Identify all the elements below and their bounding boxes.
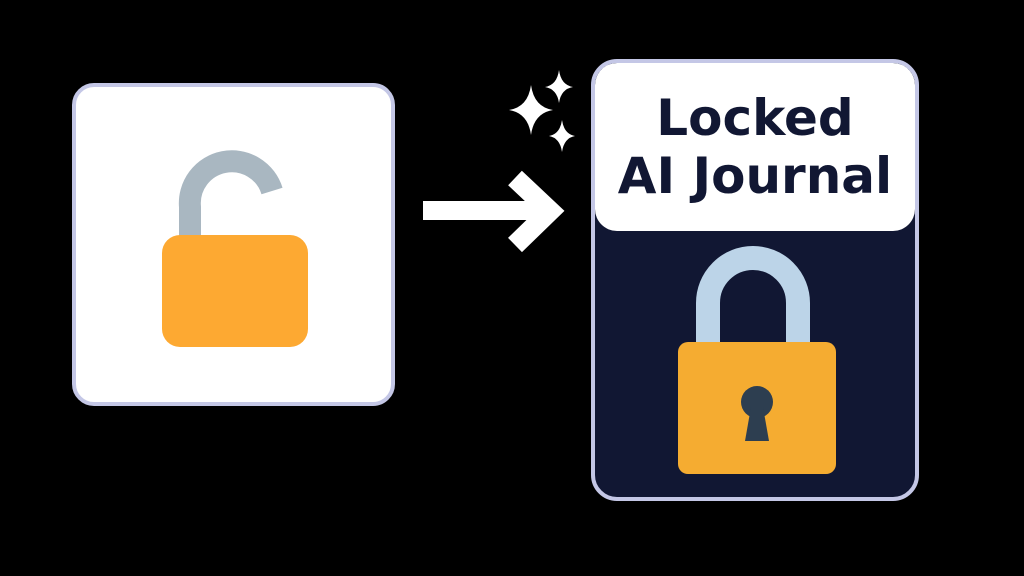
sparkles-icon bbox=[505, 70, 580, 164]
title-line-2: AI Journal bbox=[617, 147, 893, 205]
keyhole-icon bbox=[741, 386, 773, 441]
arrow-right-icon bbox=[420, 170, 565, 259]
title-box: Locked AI Journal bbox=[595, 63, 915, 231]
locked-journal-card: Locked AI Journal bbox=[591, 59, 919, 501]
unlocked-card bbox=[72, 83, 395, 406]
locked-padlock-icon bbox=[678, 246, 836, 474]
unlocked-padlock-icon bbox=[162, 150, 308, 347]
title-line-1: Locked bbox=[656, 89, 854, 147]
